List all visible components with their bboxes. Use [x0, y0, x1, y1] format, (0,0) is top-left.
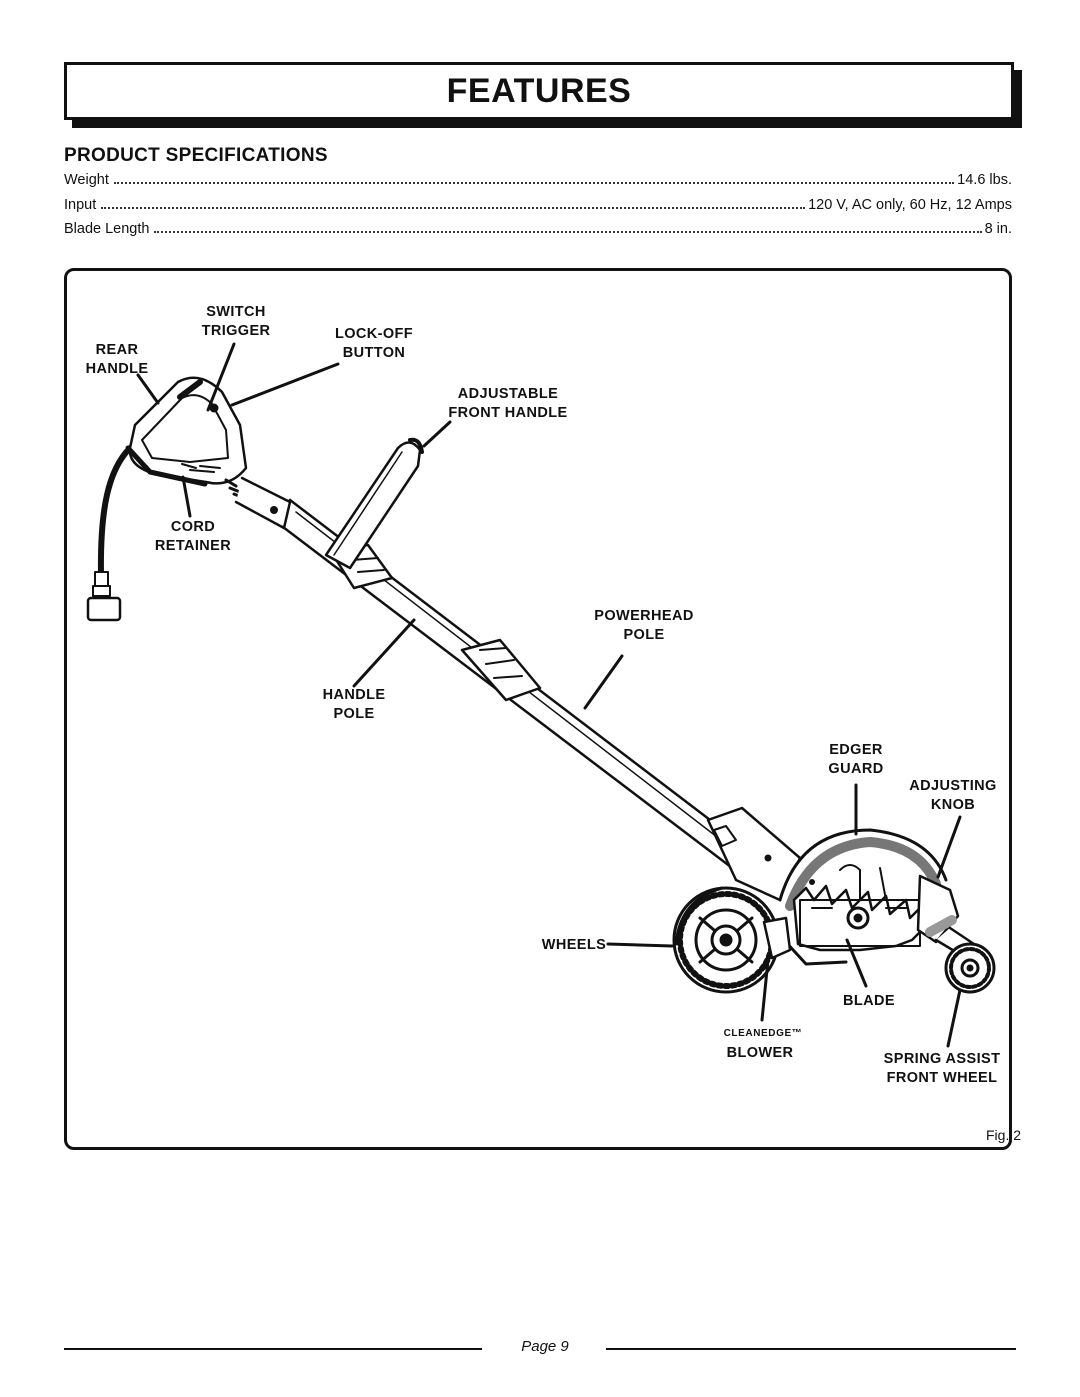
spec-value: 120 V, AC only, 60 Hz, 12 Amps [808, 196, 1012, 213]
label-line: RETAINER [154, 538, 232, 554]
label-lock-off-button: LOCK-OFF BUTTON [328, 325, 420, 363]
label-handle-pole: HANDLE POLE [314, 686, 394, 724]
label-line: KNOB [930, 797, 976, 813]
label-line: REAR [95, 342, 139, 358]
label-spring-assist-front-wheel: SPRING ASSIST FRONT WHEEL [876, 1050, 1008, 1088]
label-rear-handle: REAR HANDLE [80, 341, 154, 379]
spec-label: Weight [64, 172, 109, 188]
label-powerhead-pole: POWERHEAD POLE [588, 607, 700, 645]
label-line: GUARD [828, 761, 884, 777]
label-line: SWITCH [206, 304, 266, 320]
spec-label: Input [64, 196, 97, 213]
page-number: Page 9 [521, 1338, 569, 1355]
spring-assist-front-wheel [944, 942, 996, 994]
dot-leader [101, 206, 806, 209]
label-line: POLE [623, 627, 665, 643]
footer-rule-left [64, 1348, 482, 1350]
label-line: FRONT WHEEL [886, 1070, 998, 1086]
spec-row-input: Input 120 V, AC only, 60 Hz, 12 Amps [64, 197, 1012, 222]
label-blade: BLADE [843, 993, 895, 1009]
label-cord-retainer: CORD RETAINER [148, 518, 238, 556]
spec-label: Blade Length [64, 221, 150, 237]
product-specifications-heading: PRODUCT SPECIFICATIONS [64, 145, 328, 166]
dot-leader [154, 231, 982, 233]
label-edger-guard: EDGER GUARD [818, 741, 894, 779]
spec-value: 8 in. [984, 221, 1012, 237]
spec-row-blade-length: Blade Length 8 in. [64, 221, 1012, 246]
footer-rule-right [606, 1348, 1016, 1350]
label-line: CORD [170, 519, 216, 535]
leader-lines [136, 342, 962, 1048]
label-line: BUTTON [342, 345, 406, 361]
label-line: TRIGGER [201, 323, 271, 339]
spec-row-weight: Weight 14.6 lbs. [64, 172, 1012, 197]
label-line: FRONT HANDLE [448, 405, 568, 421]
blade-assembly [762, 884, 928, 966]
spec-list: Weight 14.6 lbs. Input 120 V, AC only, 6… [64, 172, 1012, 246]
pole-shaft [234, 476, 802, 902]
adjusting-knob [916, 874, 982, 960]
label-wheels: WHEELS [541, 937, 607, 953]
label-line: EDGER [829, 742, 883, 758]
features-banner: FEATURES [64, 62, 1014, 120]
label-line: ADJUSTING [909, 778, 997, 794]
figure-frame [64, 268, 1012, 1150]
spec-value: 14.6 lbs. [957, 172, 1012, 188]
label-blower: BLOWER [726, 1045, 794, 1061]
label-line: POLE [333, 706, 375, 722]
edger-guard [778, 828, 948, 911]
label-switch-trigger: SWITCH TRIGGER [196, 303, 276, 341]
label-line: HANDLE [322, 687, 386, 703]
dot-leader [113, 182, 955, 184]
rear-handle-housing [125, 376, 248, 500]
features-title: FEATURES [446, 71, 632, 110]
label-line: HANDLE [85, 361, 149, 377]
label-adjustable-front-handle: ADJUSTABLE FRONT HANDLE [444, 385, 572, 423]
front-handle-grip [324, 437, 424, 570]
label-line: SPRING ASSIST [883, 1051, 1001, 1067]
label-line: POWERHEAD [594, 608, 694, 624]
power-cord [86, 445, 133, 622]
label-line: ADJUSTABLE [457, 386, 559, 402]
label-line: LOCK-OFF [334, 326, 414, 342]
label-cleanedge-brand: CLEANEDGE™ [723, 1028, 803, 1039]
rear-wheel [672, 886, 780, 994]
label-adjusting-knob: ADJUSTING KNOB [904, 777, 1002, 815]
figure-caption: Fig. 2 [986, 1127, 1022, 1143]
